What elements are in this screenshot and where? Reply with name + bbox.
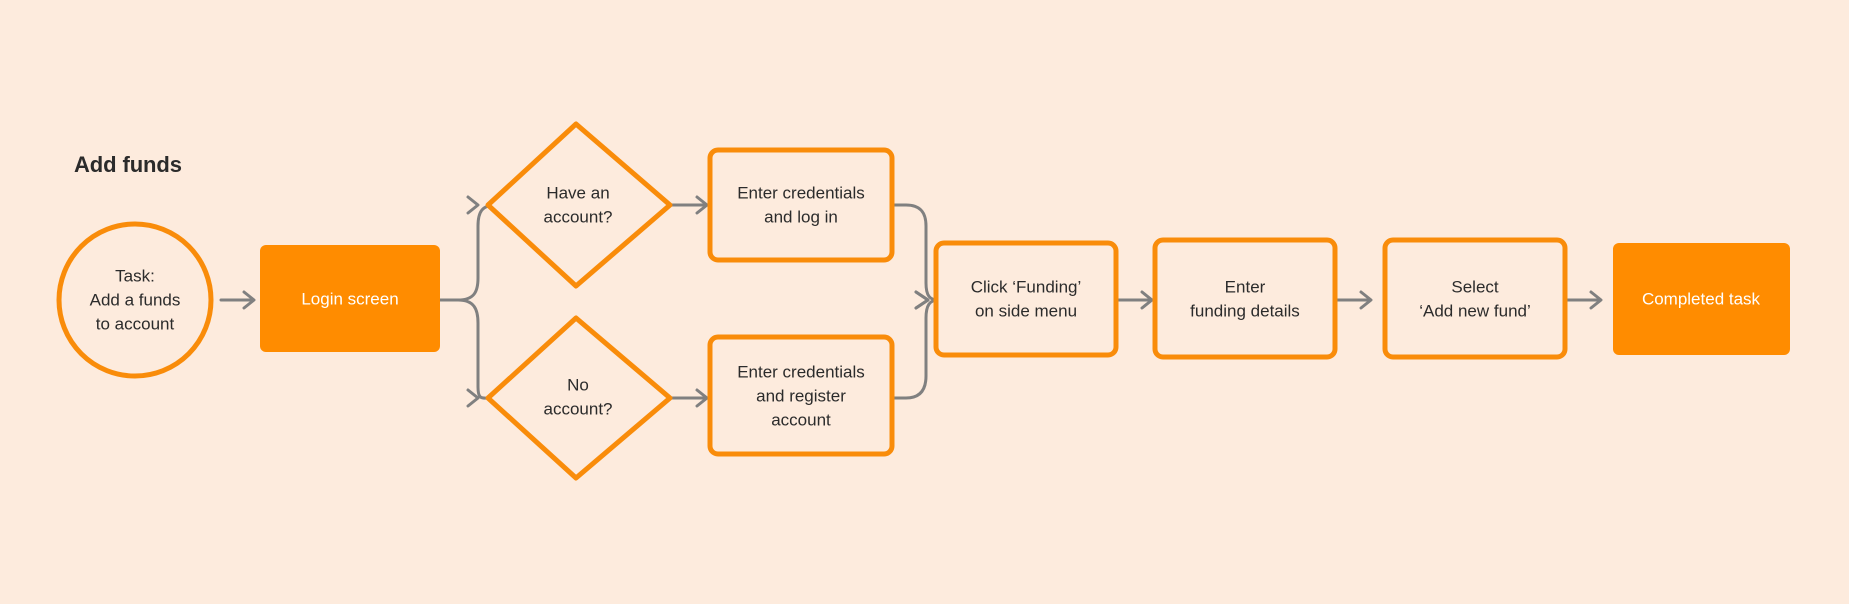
node-enter-funding-details[interactable]: Enter funding details	[1152, 237, 1338, 360]
node-click-funding[interactable]: Click ‘Funding’ on side menu	[933, 240, 1119, 358]
node-click-funding-line1: Click ‘Funding’	[971, 277, 1082, 296]
node-click-funding-line2: on side menu	[975, 301, 1077, 320]
connector-select-to-completed	[1565, 290, 1603, 310]
node-enter-register-credentials-line2: and register	[756, 386, 846, 405]
connector-login-to-decisions	[438, 195, 498, 408]
connector-register-to-funding	[891, 290, 940, 400]
node-start-task[interactable]: Task: Add a funds to account	[56, 221, 214, 379]
node-select-add-new-fund[interactable]: Select ‘Add new fund’	[1382, 237, 1568, 360]
node-login-screen-label: Login screen	[301, 289, 398, 308]
node-select-add-new-fund-line1: Select	[1451, 277, 1499, 296]
connector-start-to-login	[219, 290, 256, 310]
node-completed-task-label: Completed task	[1642, 289, 1761, 308]
node-decision-have-account-line1: Have an	[546, 183, 609, 202]
node-enter-login-credentials-line1: Enter credentials	[737, 183, 865, 202]
page-title: Add funds	[74, 152, 182, 177]
node-login-screen[interactable]: Login screen	[260, 245, 440, 352]
node-start-task-line2: Add a funds	[90, 290, 181, 309]
node-decision-have-account-line2: account?	[544, 207, 613, 226]
node-decision-no-account-line2: account?	[544, 399, 613, 418]
node-decision-have-account[interactable]: Have an account?	[485, 121, 673, 289]
node-enter-login-credentials-line2: and log in	[764, 207, 838, 226]
node-start-task-line1: Task:	[115, 266, 155, 285]
node-select-add-new-fund-line2: ‘Add new fund’	[1419, 301, 1531, 320]
node-enter-register-credentials-line1: Enter credentials	[737, 362, 865, 381]
node-start-task-line3: to account	[96, 314, 175, 333]
node-enter-funding-details-line1: Enter	[1225, 277, 1266, 296]
node-enter-login-credentials[interactable]: Enter credentials and log in	[707, 147, 895, 263]
node-enter-register-credentials[interactable]: Enter credentials and register account	[707, 334, 895, 457]
node-enter-funding-details-line2: funding details	[1190, 301, 1300, 320]
connector-details-to-select	[1335, 290, 1373, 310]
connector-funding-to-details	[1116, 290, 1154, 310]
node-decision-no-account[interactable]: No account?	[485, 315, 673, 481]
connector-no-account-to-register	[670, 388, 709, 408]
node-completed-task[interactable]: Completed task	[1613, 243, 1790, 355]
node-enter-register-credentials-line3: account	[771, 410, 831, 429]
connector-have-account-to-login-credentials	[670, 195, 709, 215]
node-decision-no-account-line1: No	[567, 375, 589, 394]
